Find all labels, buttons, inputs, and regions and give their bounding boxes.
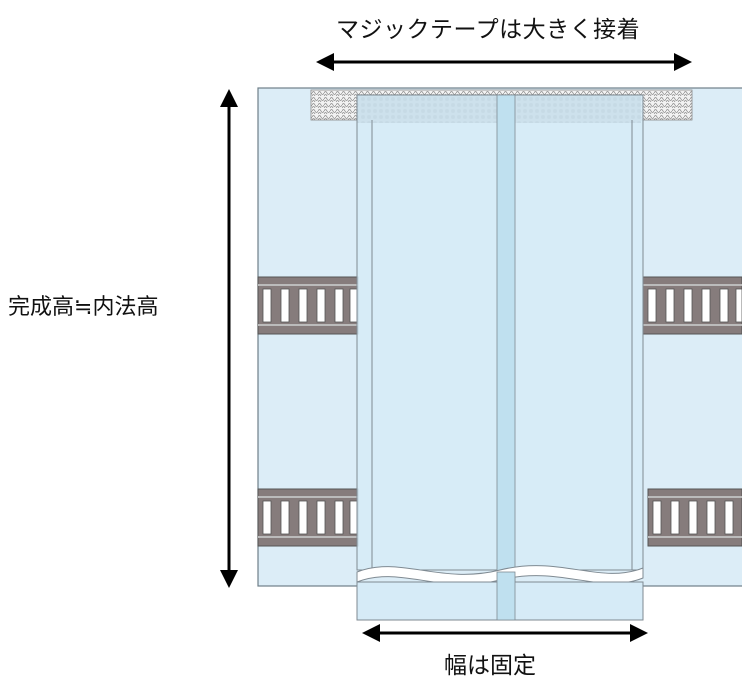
bracket-left-lower-icon bbox=[257, 488, 359, 547]
double-arrow-horizontal-top-icon bbox=[316, 53, 692, 71]
bracket-right-upper-icon bbox=[642, 276, 742, 335]
double-arrow-horizontal-bottom-icon bbox=[362, 624, 648, 642]
curtain-panel bbox=[356, 94, 644, 621]
double-arrow-vertical-icon bbox=[220, 89, 238, 588]
bracket-left-upper-icon bbox=[257, 276, 359, 335]
label-magic-tape: マジックテープは大きく接着 bbox=[336, 17, 641, 43]
bracket-right-lower-icon bbox=[647, 488, 742, 547]
label-finished-height: 完成高≒内法高 bbox=[8, 295, 159, 320]
